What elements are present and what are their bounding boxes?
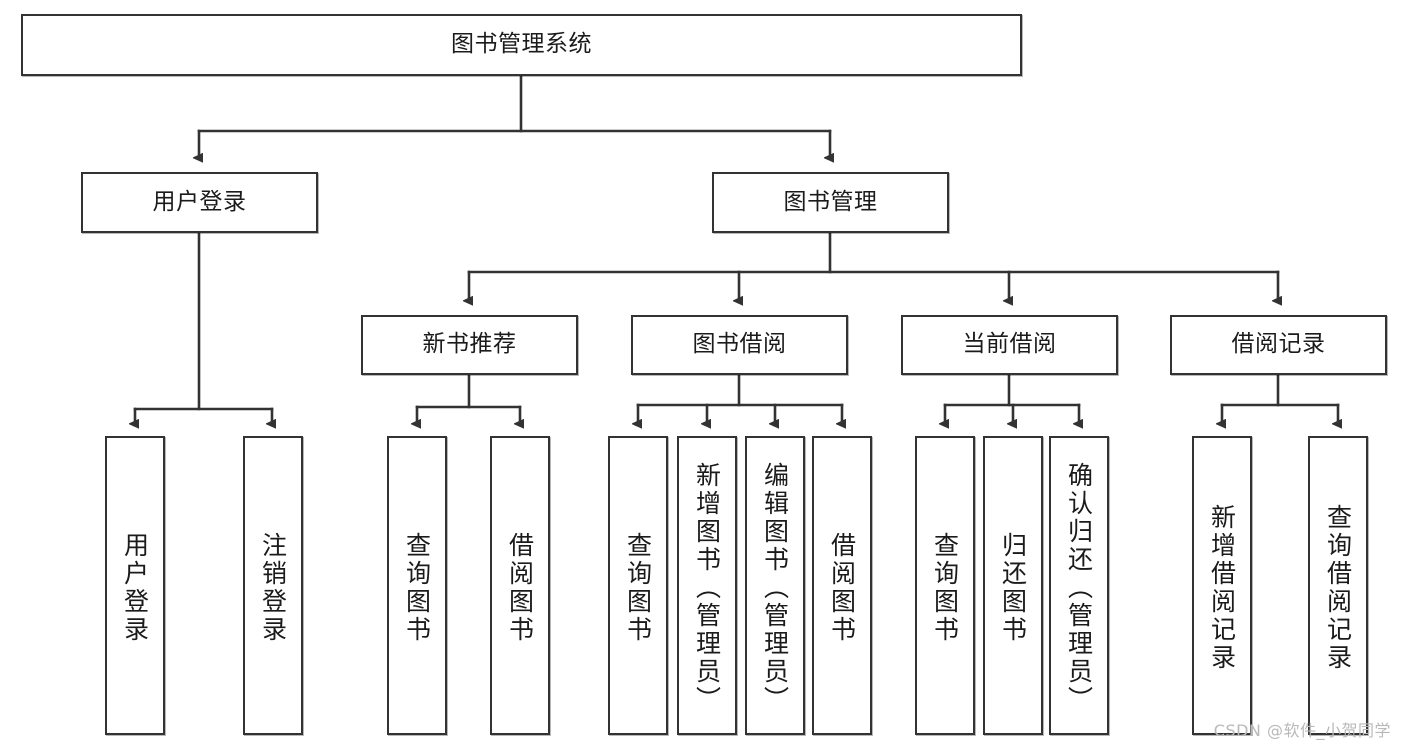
leaf-new-book-1-label: 查询图书 [402,531,432,644]
node-user-login-label: 用户登录 [152,188,247,215]
leaf-current-borrow-2[interactable]: 归还图书 [983,436,1043,735]
node-new-book-recommend-label: 新书推荐 [422,331,517,358]
leaf-user-login-1-label: 用户登录 [120,531,150,644]
node-current-borrow[interactable]: 当前借阅 [901,315,1118,375]
node-book-management-label: 图书管理 [783,188,878,215]
node-book-borrow[interactable]: 图书借阅 [631,315,848,375]
node-root[interactable]: 图书管理系统 [21,14,1022,76]
leaf-book-borrow-4[interactable]: 借阅图书 [812,436,872,735]
csdn-watermark: CSDN @软件_小贺同学 [1213,721,1391,740]
leaf-borrow-record-2[interactable]: 查询借阅记录 [1308,436,1368,735]
leaf-current-borrow-1-label: 查询图书 [930,531,960,644]
node-new-book-recommend[interactable]: 新书推荐 [361,315,578,375]
node-borrow-record-label: 借阅记录 [1231,331,1326,358]
leaf-user-login-2-label: 注销登录 [258,531,288,644]
leaf-user-login-2[interactable]: 注销登录 [243,436,303,735]
leaf-current-borrow-3[interactable]: 确认归还（管理员） [1049,436,1109,735]
leaf-user-login-1[interactable]: 用户登录 [105,436,165,735]
leaf-book-borrow-3[interactable]: 编辑图书（管理员） [745,436,805,735]
leaf-new-book-2[interactable]: 借阅图书 [490,436,550,735]
leaf-book-borrow-1-label: 查询图书 [623,531,653,644]
leaf-current-borrow-2-label: 归还图书 [998,531,1028,644]
leaf-borrow-record-2-label: 查询借阅记录 [1323,503,1353,672]
leaf-book-borrow-2[interactable]: 新增图书（管理员） [677,436,737,735]
node-book-borrow-label: 图书借阅 [692,331,787,358]
leaf-new-book-1[interactable]: 查询图书 [387,436,447,735]
leaf-book-borrow-4-label: 借阅图书 [827,531,857,644]
node-current-borrow-label: 当前借阅 [962,331,1057,358]
node-book-management[interactable]: 图书管理 [712,172,949,233]
leaf-new-book-2-label: 借阅图书 [505,531,535,644]
leaf-book-borrow-3-label: 编辑图书（管理员） [760,461,790,714]
leaf-borrow-record-1[interactable]: 新增借阅记录 [1192,436,1252,735]
node-root-label: 图书管理系统 [451,31,592,58]
leaf-current-borrow-3-label: 确认归还（管理员） [1064,461,1094,714]
leaf-current-borrow-1[interactable]: 查询图书 [915,436,975,735]
leaf-borrow-record-1-label: 新增借阅记录 [1207,503,1237,672]
leaf-book-borrow-1[interactable]: 查询图书 [608,436,668,735]
node-user-login[interactable]: 用户登录 [81,172,318,233]
node-borrow-record[interactable]: 借阅记录 [1170,315,1387,375]
leaf-book-borrow-2-label: 新增图书（管理员） [692,461,722,714]
